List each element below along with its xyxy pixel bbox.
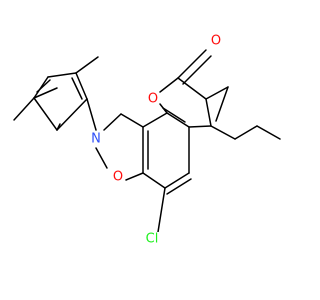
bond-aryl-methyl-ortho xyxy=(75,56,99,74)
atom-label-O-oxazine: O xyxy=(113,170,123,185)
bond-aryl xyxy=(75,72,88,100)
bond-aryl-methyl-para xyxy=(13,97,35,121)
bond-aryl-double xyxy=(56,123,61,131)
bond-benz-double xyxy=(162,107,186,123)
bond-benz xyxy=(142,172,166,189)
bond-propyl-2 xyxy=(234,125,258,140)
bond-pyran xyxy=(177,77,207,100)
atom-O-oxazine: O xyxy=(111,170,125,185)
bond-pyran xyxy=(205,98,212,127)
bond-C=O-2 xyxy=(182,55,212,85)
bond-propyl-1 xyxy=(210,125,236,140)
atom-label-N: N xyxy=(91,132,101,147)
atom-N: N xyxy=(89,132,103,147)
bond-N-CH2 xyxy=(95,147,108,169)
bond-C=O xyxy=(177,49,207,79)
bond-propyl-3 xyxy=(256,125,281,140)
atom-label-Cl: Cl xyxy=(146,232,159,247)
bond-aryl xyxy=(33,87,58,99)
bond-C-O xyxy=(159,103,168,114)
bond-aryl xyxy=(47,72,77,78)
bond-pyran xyxy=(215,86,229,122)
atom-O-pyran: O xyxy=(146,92,160,107)
bond-N-CH2-2 xyxy=(103,113,122,131)
bond-layer xyxy=(13,49,281,233)
bond-benz-double xyxy=(166,178,192,195)
atom-O-carbonyl: O xyxy=(209,34,223,49)
atom-label-O-carbonyl: O xyxy=(211,34,221,49)
bond-pyran xyxy=(188,125,212,128)
bond-aryl-double xyxy=(71,77,83,100)
bond-benz xyxy=(142,112,168,128)
bond-C-Cl xyxy=(157,187,166,233)
bond-aryl-N xyxy=(86,98,97,131)
bond-aryl xyxy=(33,97,58,131)
bond-pyran-double xyxy=(205,86,229,100)
bond-aryl-double xyxy=(36,79,51,93)
atom-label-O-pyran: O xyxy=(148,92,158,107)
bond-CH2-C xyxy=(120,113,144,128)
molecule-structure-diagram: O O O N Cl xyxy=(13,34,281,247)
bond-benz xyxy=(164,172,190,189)
bond-O-Ccarbonyl xyxy=(159,77,179,93)
bond-aryl xyxy=(56,98,88,131)
atom-Cl: Cl xyxy=(142,232,162,247)
bond-O-C xyxy=(125,172,144,181)
bond-benz xyxy=(166,112,190,128)
